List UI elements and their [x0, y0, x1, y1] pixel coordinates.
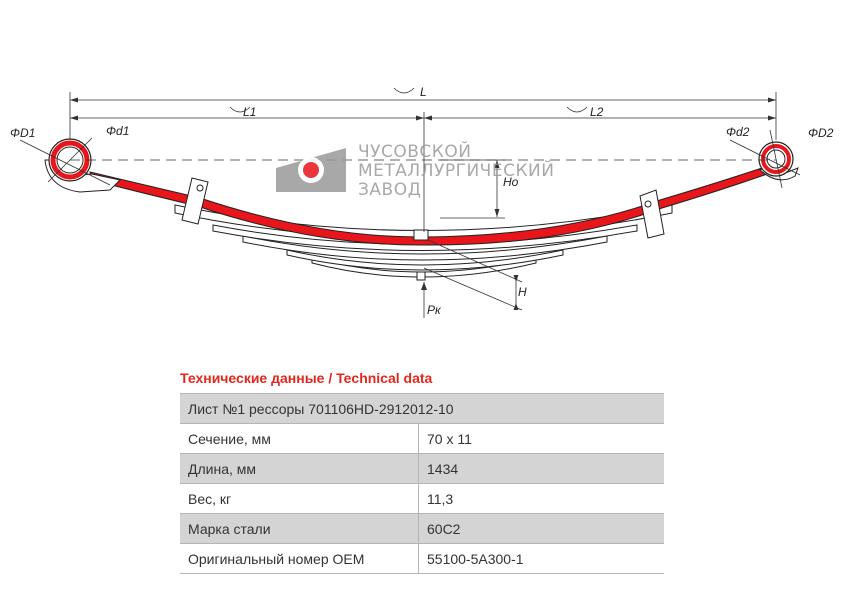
row-value: 70 х 11	[418, 423, 664, 454]
label-pk: Pк	[427, 303, 442, 317]
table-row: Сечение, мм 70 х 11	[180, 423, 664, 454]
leaf-5	[286, 249, 564, 271]
label-h: H	[518, 285, 527, 299]
row-label: Сечение, мм	[180, 423, 419, 454]
right-clamp	[639, 189, 665, 239]
label-l1: L1	[243, 105, 256, 119]
center-bolt-head	[413, 229, 429, 241]
dimension-arrows	[70, 97, 776, 310]
row-label: Длина, мм	[180, 453, 419, 484]
leaf-6	[311, 257, 537, 278]
dimension-lines	[19, 87, 801, 318]
row-value: 60С2	[418, 513, 664, 544]
row-value: 55100-5A300-1	[418, 543, 664, 574]
center-bolt-pin	[416, 271, 426, 281]
right-clamp-bolt	[644, 200, 652, 208]
label-l: L	[420, 85, 427, 99]
technical-data-table: Лист №1 рессоры 701106HD-2912012-10 Сече…	[180, 393, 664, 574]
label-d2-inner: Φd2	[726, 125, 750, 139]
logo-line-3: ЗАВОД	[358, 180, 421, 200]
company-logo: ЧУСОВСКОЙ МЕТАЛЛУРГИЧЕСКИЙ ЗАВОД	[276, 140, 554, 200]
row-label: Марка стали	[180, 513, 419, 544]
label-l2: L2	[590, 105, 604, 119]
leaf-3	[212, 224, 638, 251]
table-row: Вес, кг 11,3	[180, 483, 664, 514]
table-row: Оригинальный номер OEM 55100-5A300-1	[180, 543, 664, 574]
label-ho: Ho	[503, 175, 519, 189]
table-header-row: Лист №1 рессоры 701106HD-2912012-10	[180, 393, 664, 424]
table-row: Длина, мм 1434	[180, 453, 664, 484]
logo-dot	[303, 162, 319, 178]
logo-line-1: ЧУСОВСКОЙ	[358, 140, 471, 162]
label-d2-outer: ΦD2	[808, 126, 834, 140]
label-d1-inner: Φd1	[106, 124, 129, 138]
table-header: Лист №1 рессоры 701106HD-2912012-10	[180, 393, 664, 424]
row-label: Оригинальный номер OEM	[180, 543, 419, 574]
label-d1-outer: ΦD1	[10, 126, 35, 140]
leaf-4	[242, 235, 608, 261]
row-value: 11,3	[418, 483, 664, 514]
table-title: Технические данные / Technical data	[180, 370, 433, 386]
right-eye-red	[761, 144, 791, 174]
row-label: Вес, кг	[180, 483, 419, 514]
logo-line-2: МЕТАЛЛУРГИЧЕСКИЙ	[358, 159, 554, 181]
leaf-spring-drawing: L L1 L2 Ho H Pк ΦD1 Φd1 Φd2 ΦD2 ЧУСОВСКО…	[10, 85, 834, 318]
table-row: Марка стали 60С2	[180, 513, 664, 544]
spring-clamps	[181, 177, 665, 281]
row-value: 1434	[418, 453, 664, 484]
left-clamp-bolt	[196, 184, 204, 192]
